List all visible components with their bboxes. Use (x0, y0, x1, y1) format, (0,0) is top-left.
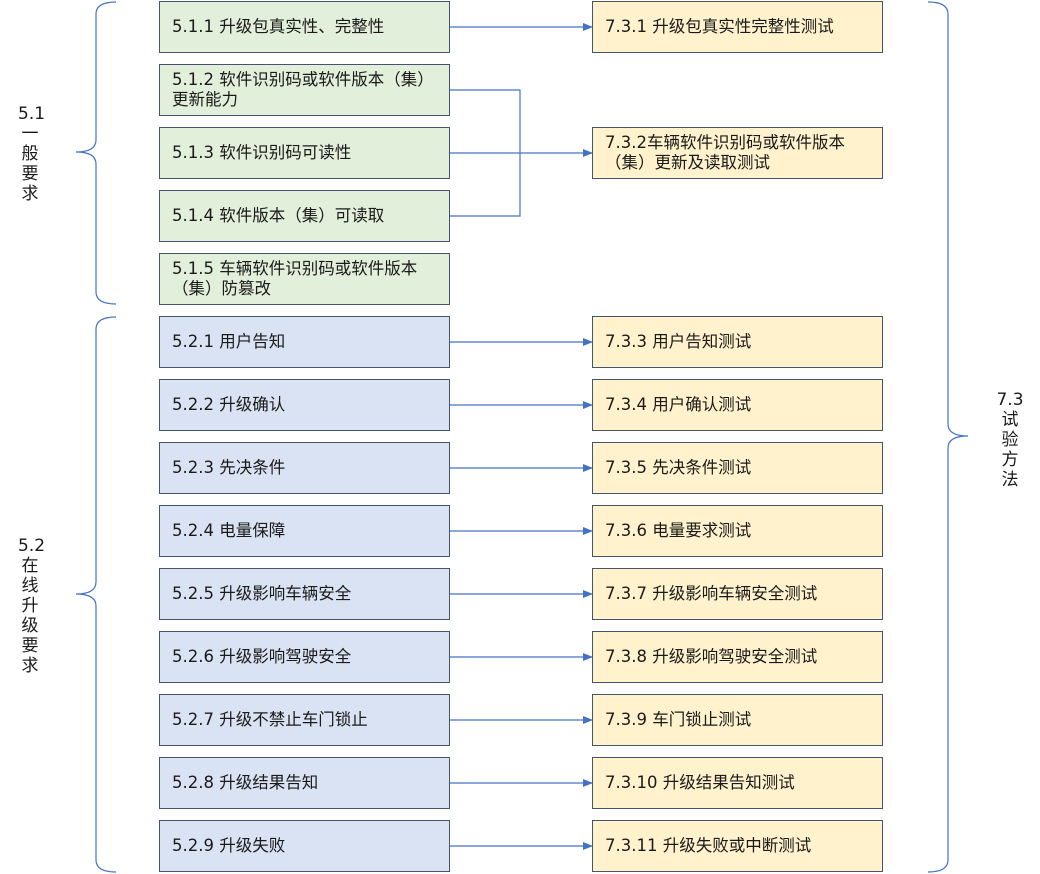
test-7-3-2: 7.3.2车辆软件识别码或软件版本（集）更新及读取测试 (592, 127, 883, 179)
req-5-1-3: 5.1.3 软件识别码可读性 (159, 127, 450, 179)
group-label-5-2: 5.2 在 线 升 级 要 求 (18, 536, 46, 676)
req-5-2-2: 5.2.2 升级确认 (159, 379, 450, 431)
test-7-3-10: 7.3.10 升级结果告知测试 (592, 757, 883, 809)
test-7-3-3: 7.3.3 用户告知测试 (592, 316, 883, 368)
group-label-7-3: 7.3 试 验 方 法 (996, 390, 1024, 490)
req-5-2-5: 5.2.5 升级影响车辆安全 (159, 568, 450, 620)
req-5-1-5: 5.1.5 车辆软件识别码或软件版本（集）防篡改 (159, 253, 450, 305)
test-7-3-4: 7.3.4 用户确认测试 (592, 379, 883, 431)
brace-7-3 (927, 1, 969, 873)
req-5-2-9: 5.2.9 升级失败 (159, 820, 450, 872)
test-7-3-7: 7.3.7 升级影响车辆安全测试 (592, 568, 883, 620)
test-7-3-1: 7.3.1 升级包真实性完整性测试 (592, 1, 883, 53)
test-7-3-11: 7.3.11 升级失败或中断测试 (592, 820, 883, 872)
test-7-3-9: 7.3.9 车门锁止测试 (592, 694, 883, 746)
brace-5-2 (75, 316, 117, 873)
req-5-1-4: 5.1.4 软件版本（集）可读取 (159, 190, 450, 242)
req-5-2-4: 5.2.4 电量保障 (159, 505, 450, 557)
req-5-2-8: 5.2.8 升级结果告知 (159, 757, 450, 809)
req-5-1-1: 5.1.1 升级包真实性、完整性 (159, 1, 450, 53)
req-5-2-7: 5.2.7 升级不禁止车门锁止 (159, 694, 450, 746)
req-5-2-6: 5.2.6 升级影响驾驶安全 (159, 631, 450, 683)
test-7-3-8: 7.3.8 升级影响驾驶安全测试 (592, 631, 883, 683)
test-7-3-6: 7.3.6 电量要求测试 (592, 505, 883, 557)
req-5-1-2: 5.1.2 软件识别码或软件版本（集）更新能力 (159, 64, 450, 116)
req-5-2-1: 5.2.1 用户告知 (159, 316, 450, 368)
group-label-5-1: 5.1 一 般 要 求 (18, 104, 46, 204)
test-7-3-5: 7.3.5 先决条件测试 (592, 442, 883, 494)
req-5-2-3: 5.2.3 先决条件 (159, 442, 450, 494)
brace-5-1 (75, 1, 117, 305)
